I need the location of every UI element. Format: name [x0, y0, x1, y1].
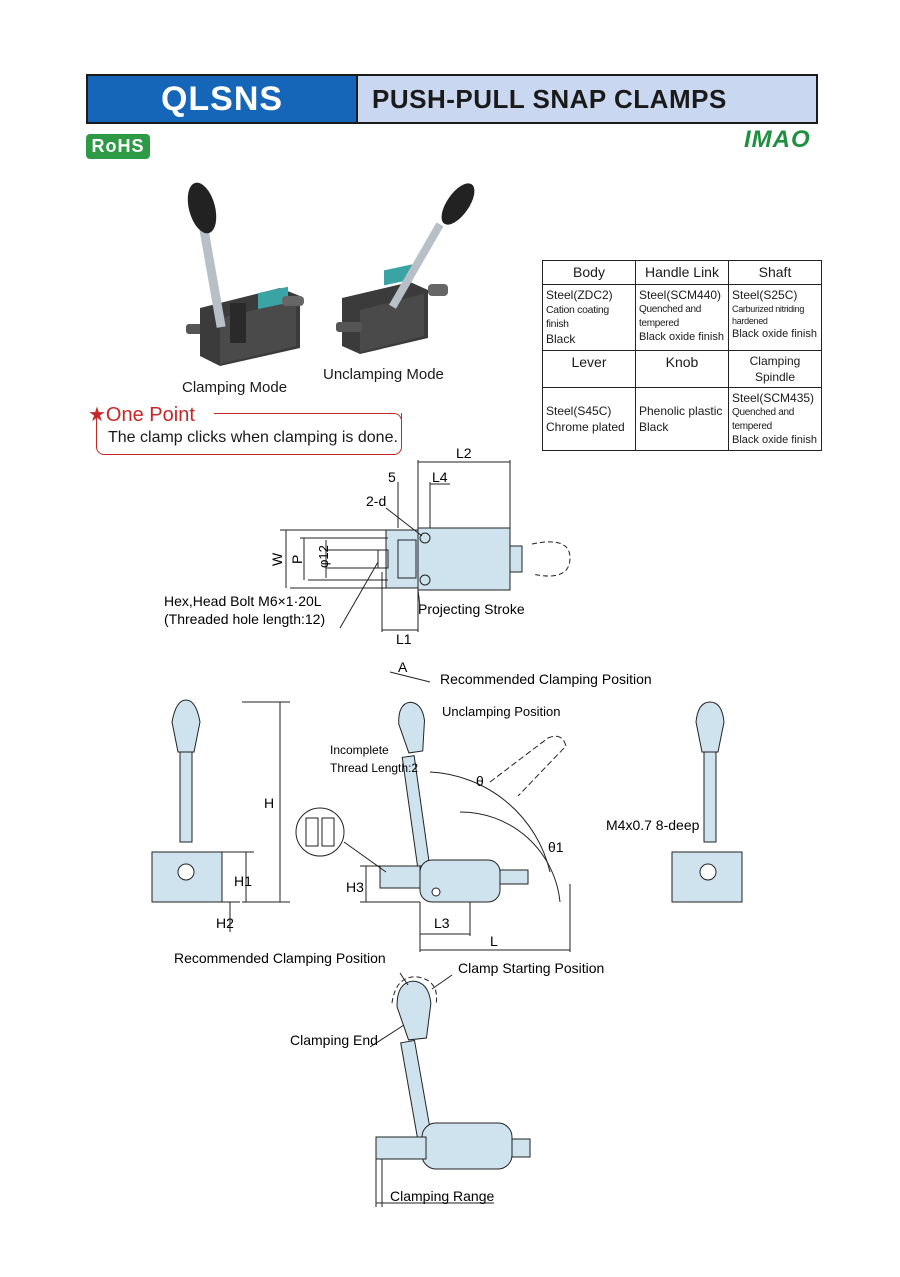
label-A: A — [398, 659, 408, 675]
materials-header-row: Lever Knob Clamping Spindle — [542, 349, 822, 388]
materials-table: Body Handle Link Shaft Steel(ZDC2)Cation… — [542, 260, 822, 452]
cell-lever: Steel(S45C)Chrome plated — [542, 386, 636, 452]
product-photos — [186, 182, 475, 366]
label-theta: θ — [476, 773, 484, 789]
materials-header-row: Body Handle Link Shaft — [542, 260, 822, 285]
clamp-photo-clamping — [186, 182, 304, 366]
projecting-stroke-label: Projecting Stroke — [418, 601, 525, 617]
incomplete-thread-label-2: Thread Length:2 — [330, 761, 418, 775]
model-code: QLSNS — [88, 76, 358, 122]
header-body: Body — [542, 260, 636, 285]
label-P: P — [289, 555, 305, 564]
label-2-d: 2-d — [366, 493, 386, 509]
label-theta1: θ1 — [548, 839, 564, 855]
bolt-label-line1: Hex,Head Bolt M6×1·20L — [164, 593, 322, 609]
label-L2: L2 — [456, 445, 472, 461]
label-H2: H2 — [216, 915, 234, 931]
label-H3: H3 — [346, 879, 364, 895]
page-header: QLSNS PUSH-PULL SNAP CLAMPS — [86, 74, 818, 124]
header-shaft: Shaft — [728, 260, 822, 285]
unclamping-mode-caption: Unclamping Mode — [323, 366, 444, 383]
label-L4: L4 — [432, 469, 448, 485]
one-point-frame-line — [214, 413, 402, 421]
bolt-label-line2: (Threaded hole length:12) — [164, 611, 325, 627]
label-L: L — [490, 933, 498, 949]
label-L3: L3 — [434, 915, 450, 931]
side-view-drawings: A Recommended Clamping Position Unclampi… — [151, 659, 743, 952]
one-point-text: The clamp clicks when clamping is done. — [108, 429, 398, 446]
cell-shaft: Steel(S25C)Carburized nitriding hardened… — [728, 283, 822, 351]
series-title: PUSH-PULL SNAP CLAMPS — [358, 76, 816, 122]
header-clamping-spindle: Clamping Spindle — [728, 349, 822, 388]
header-knob: Knob — [635, 349, 729, 388]
label-H: H — [264, 795, 274, 811]
one-point-box — [96, 413, 402, 455]
clamping-range-label: Clamping Range — [390, 1188, 494, 1204]
label-W: W — [269, 552, 285, 566]
label-phi12: φ12 — [316, 545, 331, 568]
rohs-badge: RoHS — [86, 134, 150, 159]
header-lever: Lever — [542, 349, 636, 388]
clamp-photo-unclamping — [336, 183, 475, 354]
label-H1: H1 — [234, 873, 252, 889]
header-handle-link: Handle Link — [635, 260, 729, 285]
materials-row: Steel(S45C)Chrome plated Phenolic plasti… — [542, 386, 822, 452]
recommended-clamping-label: Recommended Clamping Position — [440, 671, 652, 687]
recommended-clamping-label: Recommended Clamping Position — [174, 950, 386, 966]
incomplete-thread-label-1: Incomplete — [330, 743, 389, 757]
unclamping-position-label: Unclamping Position — [442, 704, 561, 719]
clamping-mode-caption: Clamping Mode — [182, 379, 288, 396]
clamping-end-label: Clamping End — [290, 1032, 378, 1048]
one-point-title: ★One Point — [88, 404, 195, 426]
label-L1: L1 — [396, 631, 412, 647]
clamping-range-drawing: Recommended Clamping Position Clamp Star… — [174, 950, 604, 1207]
brand-logo: IMAO — [744, 126, 811, 153]
label-5: 5 — [388, 469, 396, 485]
m4-thread-label: M4x0.7 8-deep — [606, 817, 700, 833]
clamp-starting-label: Clamp Starting Position — [458, 960, 604, 976]
top-view-drawing: L2 5 L4 2-d W P φ12 Hex,Head Bolt M6×1·2… — [164, 445, 571, 647]
